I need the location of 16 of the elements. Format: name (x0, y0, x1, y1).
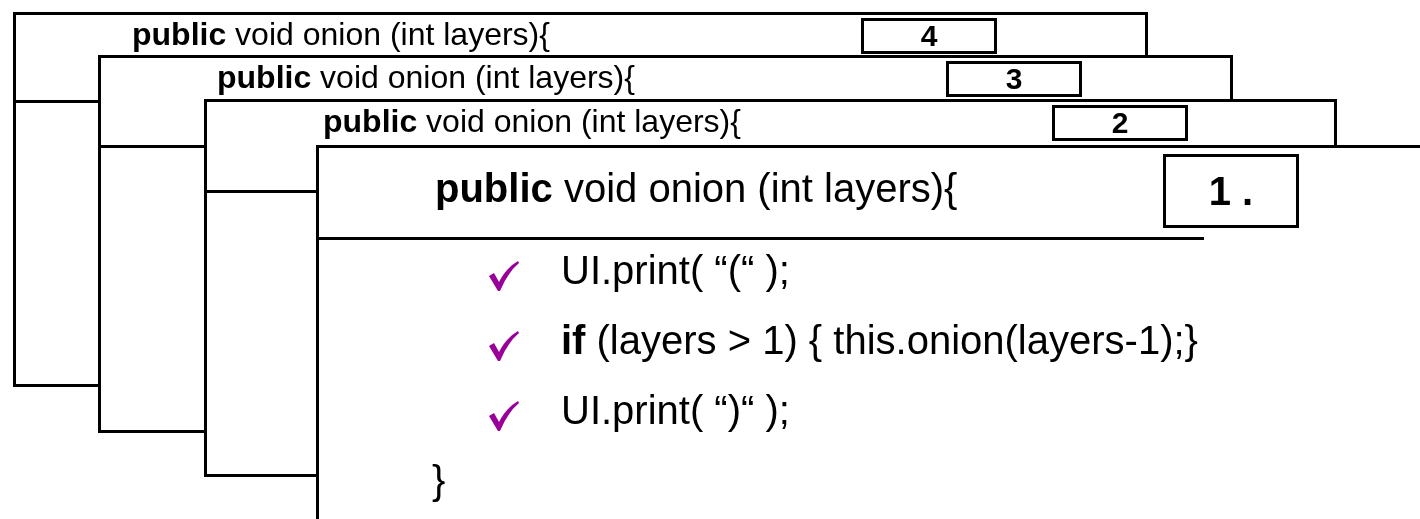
card-header (204, 99, 1337, 145)
code-line: UI.print( “(“ ); (561, 248, 790, 293)
code-card (316, 145, 1420, 519)
card-header (98, 55, 1233, 99)
code-line: if (layers > 1) { this.onion(layers-1);} (561, 318, 1198, 363)
code-line: UI.print( “)“ ); (561, 388, 790, 433)
method-signature: public void onion (int layers){ (217, 59, 635, 95)
method-signature: public void onion (int layers){ (435, 166, 958, 211)
frame-number: 1 . (1163, 154, 1299, 228)
frame-number: 2 (1052, 105, 1188, 141)
card-header (13, 12, 1148, 55)
method-signature: public void onion (int layers){ (132, 16, 550, 52)
method-signature: public void onion (int layers){ (323, 103, 741, 139)
frame-number: 4 (861, 18, 997, 54)
closing-brace: } (432, 458, 446, 503)
frame-number: 3 (946, 61, 1082, 97)
